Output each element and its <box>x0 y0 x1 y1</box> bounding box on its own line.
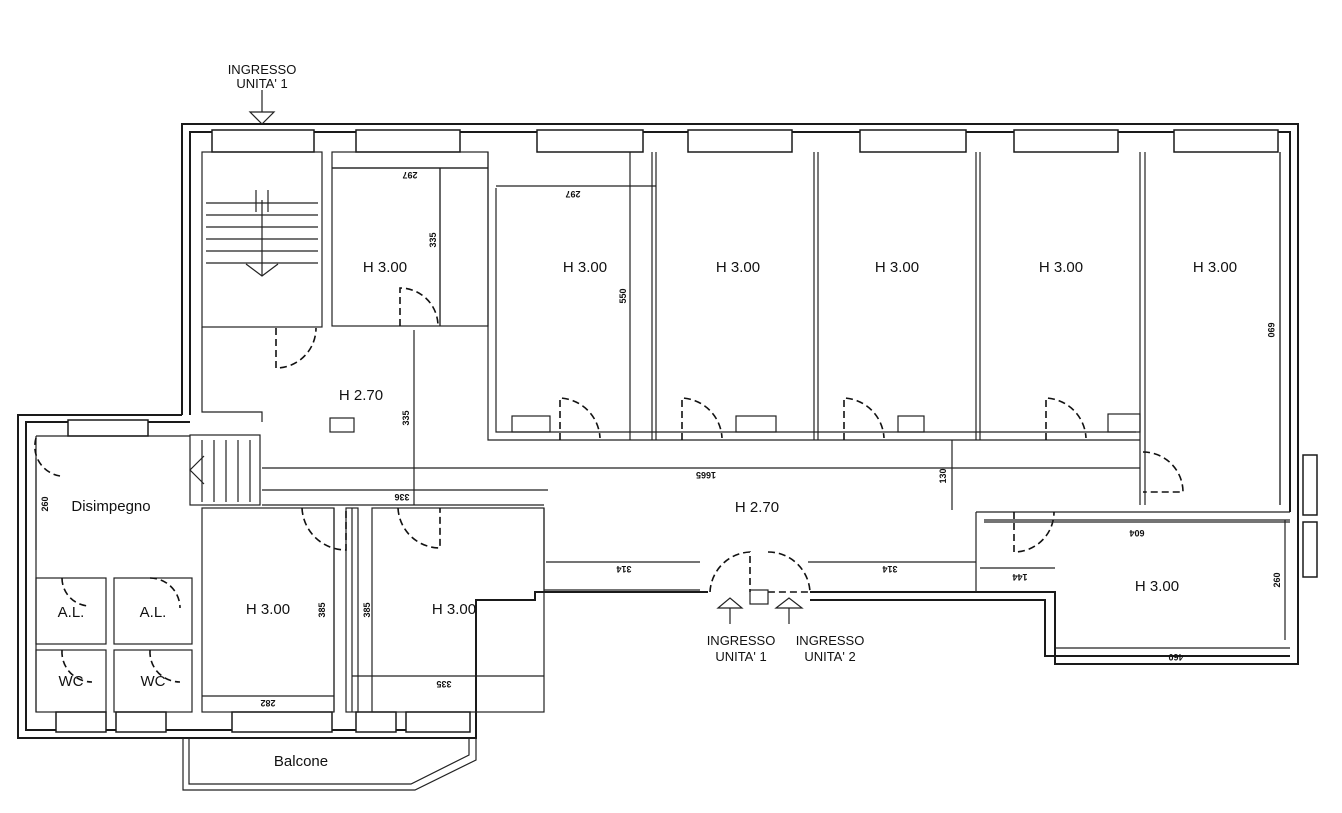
dim-314-right: 314 <box>882 564 897 574</box>
room-label-corridor: H 2.70 <box>735 499 779 516</box>
door-al-1 <box>61 577 91 607</box>
outer-walls <box>17 123 1299 791</box>
door-upper-room <box>399 287 439 327</box>
dim-385-mid: 385 <box>362 602 372 617</box>
room-label-right: H 3.00 <box>1135 578 1179 595</box>
dim-335-upper: 335 <box>428 232 438 247</box>
door-entrance-2 <box>767 551 811 593</box>
room-label-office-1: H 3.00 <box>363 259 407 276</box>
dim-690: 690 <box>1266 322 1276 337</box>
room-label-al-2: A.L. <box>140 604 167 621</box>
doors <box>34 287 1184 683</box>
door-office-1 <box>559 397 601 440</box>
room-label-office-4: H 3.00 <box>875 259 919 276</box>
room-label-al-1: A.L. <box>58 604 85 621</box>
dim-130: 130 <box>938 468 948 483</box>
dim-282: 282 <box>260 698 275 708</box>
entrance-top-line1: INGRESSO <box>228 62 297 77</box>
dim-144: 144 <box>1012 572 1027 582</box>
windows <box>55 129 1318 733</box>
room-label-office-3: H 3.00 <box>716 259 760 276</box>
room-label-lower-mid: H 3.00 <box>432 601 476 618</box>
labels: INGRESSO UNITA' 1 INGRESSO UNITA' 1 INGR… <box>58 62 1237 770</box>
door-hall <box>275 327 317 369</box>
dim-460: 460 <box>1168 652 1183 662</box>
door-wc-2 <box>149 649 181 683</box>
room-label-office-5: H 3.00 <box>1039 259 1083 276</box>
staircase-upper <box>201 151 323 328</box>
entrance-unit2-line2: UNITA' 2 <box>804 649 855 664</box>
dim-297-office: 297 <box>565 189 580 199</box>
door-office-4 <box>1045 397 1087 440</box>
dim-335-hall: 335 <box>401 410 411 425</box>
room-label-lower-left: H 3.00 <box>246 601 290 618</box>
staircase-lower <box>189 434 261 506</box>
dim-550: 550 <box>618 288 628 303</box>
door-disimpegno <box>34 437 61 477</box>
entrance-arrow-top <box>248 111 276 125</box>
room-label-disimpegno: Disimpegno <box>71 498 150 515</box>
entrance-unit2-line1: INGRESSO <box>796 633 865 648</box>
room-label-wc-2: WC <box>141 673 166 690</box>
dim-314-left: 314 <box>616 564 631 574</box>
entrance-markers <box>248 90 804 624</box>
dim-336: 336 <box>394 492 409 502</box>
dim-604: 604 <box>1129 528 1144 538</box>
entrance-unit1-line1: INGRESSO <box>707 633 776 648</box>
door-office-3 <box>843 397 885 440</box>
dim-1665: 1665 <box>696 470 716 480</box>
door-right-room <box>1013 511 1055 553</box>
entrance-unit1-line2: UNITA' 1 <box>715 649 766 664</box>
door-wc-1 <box>61 649 93 683</box>
dim-335-lower: 335 <box>436 679 451 689</box>
dimension-labels: 297 297 335 550 690 335 1665 130 336 604… <box>40 170 1282 708</box>
dim-260-right: 260 <box>1272 572 1282 587</box>
entrance-top-line2: UNITA' 1 <box>236 76 287 91</box>
dim-260-left: 260 <box>40 496 50 511</box>
dim-385-left: 385 <box>317 602 327 617</box>
door-lower-mid-room <box>397 507 441 549</box>
room-label-office-2: H 3.00 <box>563 259 607 276</box>
entrance-arrow-unit2 <box>774 597 804 609</box>
room-label-office-6: H 3.00 <box>1193 259 1237 276</box>
door-office-6 <box>1142 451 1184 493</box>
door-entrance-1 <box>709 551 751 593</box>
door-al-2 <box>149 577 181 609</box>
door-office-2 <box>681 397 723 440</box>
entrance-arrow-unit1 <box>716 597 744 609</box>
door-lower-left-room <box>301 507 347 551</box>
interior-walls <box>35 151 1290 713</box>
room-label-hall: H 2.70 <box>339 387 383 404</box>
room-label-balcone: Balcone <box>274 753 328 770</box>
dimension-lines <box>35 152 1290 712</box>
dim-297-upper: 297 <box>402 170 417 180</box>
room-label-wc-1: WC <box>59 673 84 690</box>
